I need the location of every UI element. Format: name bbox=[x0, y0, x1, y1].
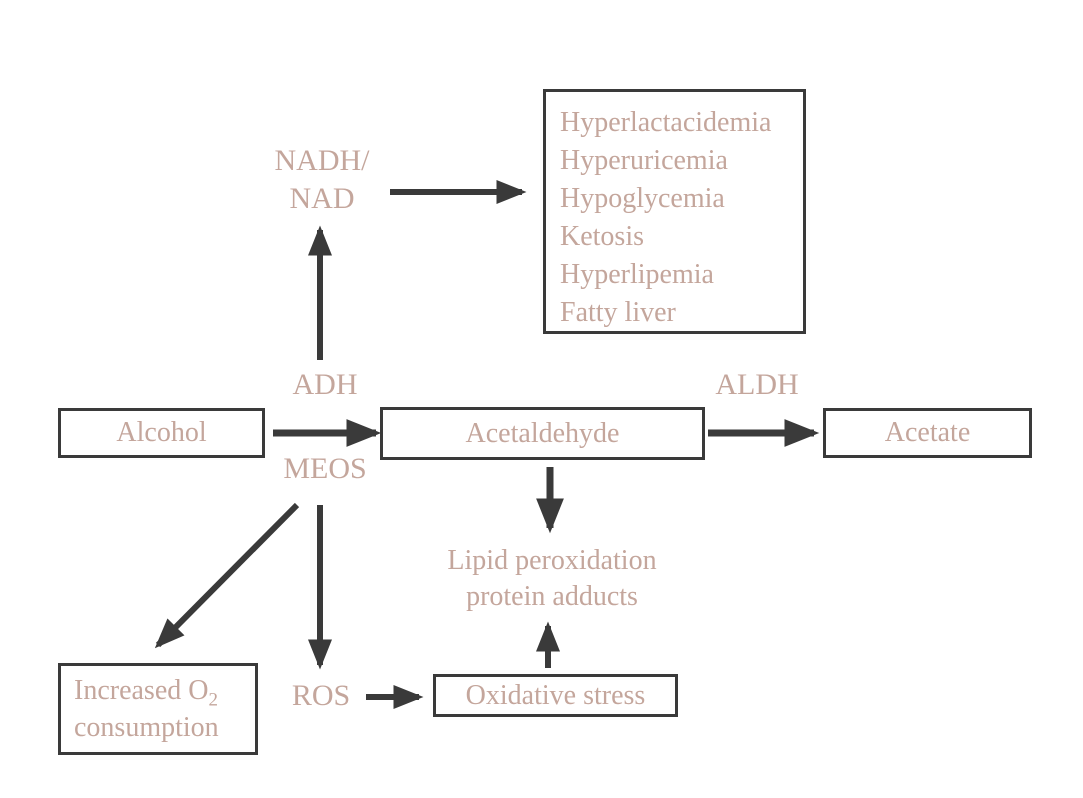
effect-item: Hypoglycemia bbox=[560, 183, 725, 214]
acetaldehyde-box: Acetaldehyde bbox=[380, 407, 705, 460]
aldh-label: ALDH bbox=[715, 368, 799, 401]
alcohol-label: Alcohol bbox=[116, 417, 207, 448]
effect-item: Hyperlactacidemia bbox=[560, 107, 772, 138]
lipid-line2: protein adducts bbox=[466, 581, 638, 612]
lipid-line1: Lipid peroxidation bbox=[447, 545, 657, 576]
lipid-peroxidation-label: Lipid peroxidation protein adducts bbox=[402, 543, 702, 615]
effect-item: Hyperlipemia bbox=[560, 259, 714, 290]
effect-item: Hyperuricemia bbox=[560, 145, 728, 176]
nadh-line1: NADH/ bbox=[274, 144, 370, 177]
arrow-meos-diagonal-to-increased-o2 bbox=[154, 502, 300, 649]
ros-label: ROS bbox=[291, 679, 351, 712]
meos-label: MEOS bbox=[283, 452, 367, 485]
oxidative-stress-box: Oxidative stress bbox=[433, 674, 678, 717]
effect-item: Ketosis bbox=[560, 221, 644, 252]
increased-o2-line2: consumption bbox=[74, 712, 219, 743]
o2-subscript: 2 bbox=[208, 689, 218, 711]
acetate-label: Acetate bbox=[884, 417, 971, 448]
increased-o2-line1: Increased O2 bbox=[74, 675, 218, 711]
acetaldehyde-label: Acetaldehyde bbox=[465, 417, 620, 449]
adh-label: ADH bbox=[292, 368, 358, 401]
increased-o2-box: Increased O2 consumption bbox=[58, 663, 258, 755]
oxidative-stress-label: Oxidative stress bbox=[465, 679, 646, 711]
acetate-box: Acetate bbox=[823, 408, 1032, 458]
alcohol-box: Alcohol bbox=[58, 408, 265, 458]
effects-box: Hyperlactacidemia Hyperuricemia Hypoglyc… bbox=[543, 89, 806, 334]
nadh-nad-label: NADH/ NAD bbox=[252, 142, 392, 218]
nadh-line2: NAD bbox=[289, 182, 355, 215]
effect-item: Fatty liver bbox=[560, 297, 676, 328]
